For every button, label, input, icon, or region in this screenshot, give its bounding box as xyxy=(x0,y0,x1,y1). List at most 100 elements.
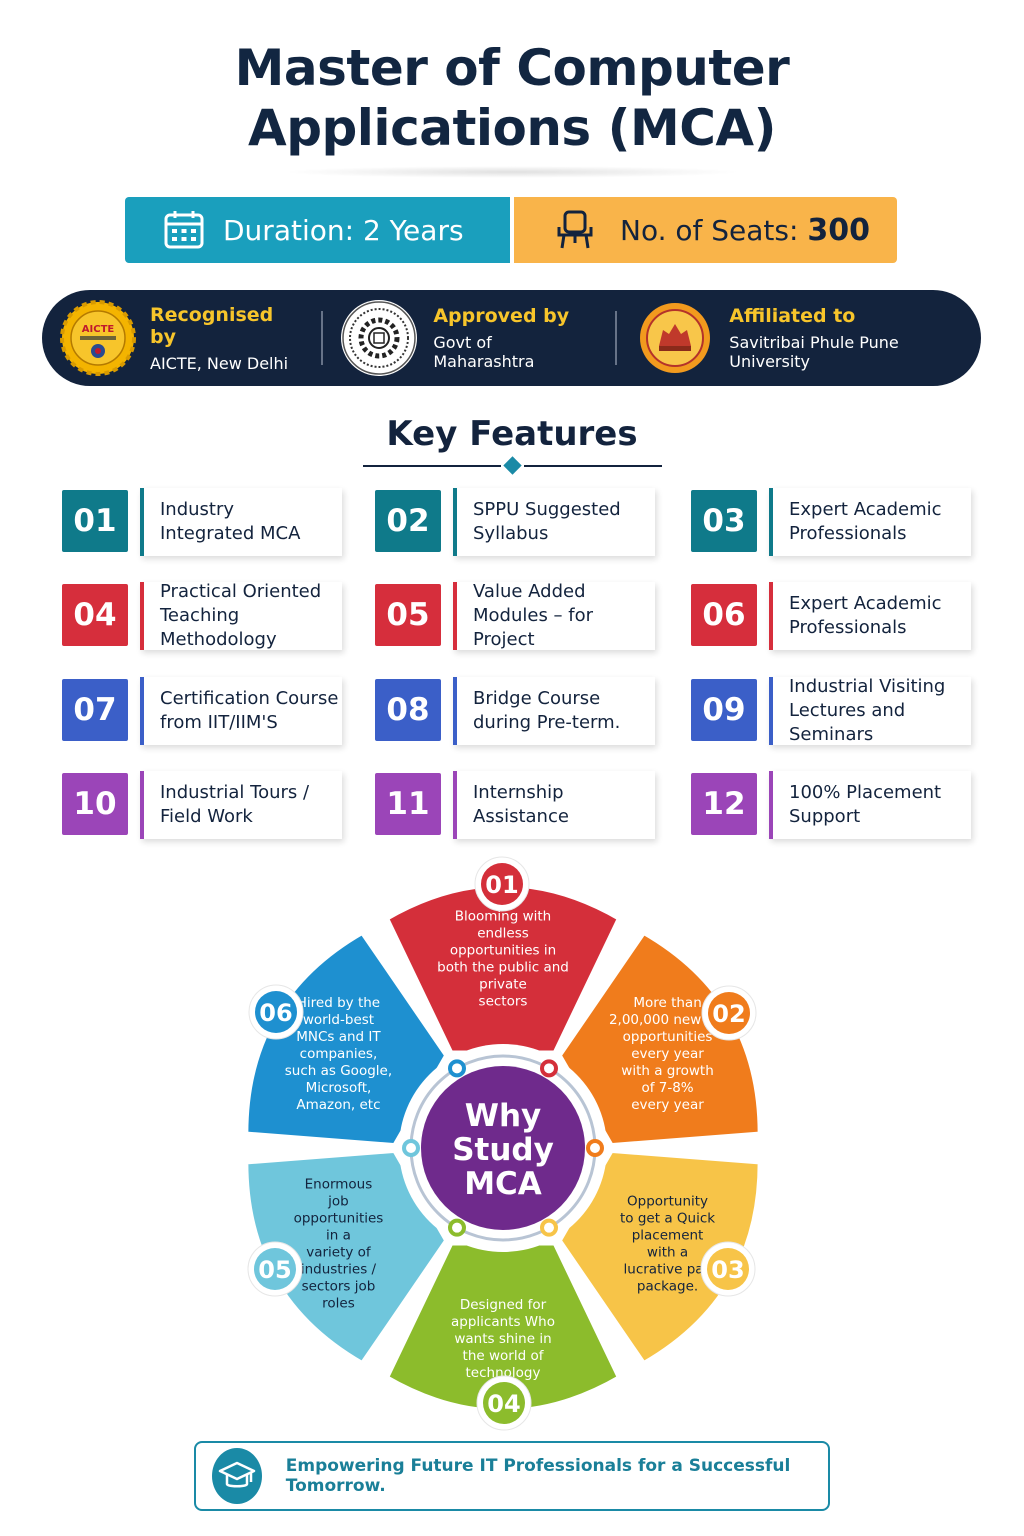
title-underline-shadow xyxy=(282,166,742,178)
petal-text-line: wants shine in xyxy=(454,1331,551,1347)
petal-text-line: Microsoft, xyxy=(306,1080,372,1096)
seats-label: No. of Seats: xyxy=(620,213,799,247)
feature-number: 08 xyxy=(375,679,441,741)
maharashtra-seal-icon xyxy=(341,300,418,376)
seats-text: No. of Seats: 300 xyxy=(620,213,870,248)
feature-line-1: Industrial Tours / xyxy=(160,782,310,803)
number-badge-text: 04 xyxy=(487,1390,520,1418)
footer-message: Empowering Future IT Professionals for a… xyxy=(285,1456,791,1496)
ring-dot xyxy=(448,1059,466,1078)
petal-text-line: to get a Quick xyxy=(620,1211,715,1227)
divider xyxy=(615,311,618,365)
petal-text-line: MNCs and IT xyxy=(296,1029,381,1045)
footer-banner: Empowering Future IT Professionals for a… xyxy=(194,1441,830,1511)
ring-dot xyxy=(448,1218,466,1237)
number-badge xyxy=(254,1248,296,1290)
feature-line-2: Support xyxy=(789,806,861,827)
petal-text-line: job xyxy=(327,1194,349,1210)
petal-text-line: world-best xyxy=(303,1012,374,1028)
aicte-logo-text: AICTE xyxy=(82,324,115,335)
petal-text-line: every year xyxy=(631,1046,704,1062)
number-badge-text: 02 xyxy=(712,1000,745,1028)
number-badge xyxy=(707,1248,749,1290)
center-title-line: MCA xyxy=(464,1166,542,1202)
affiliated-value: Savitribai Phule Pune University xyxy=(729,333,899,371)
credentials-bar: AICTE Recognised by AICTE, New Delhi App… xyxy=(42,290,981,386)
duration-text: Duration: 2 Years xyxy=(223,214,464,247)
number-badge xyxy=(483,1382,525,1424)
calendar-icon xyxy=(161,207,207,253)
credential-aicte: AICTE Recognised by AICTE, New Delhi xyxy=(60,290,303,386)
number-badge-text: 03 xyxy=(711,1256,744,1284)
feature-line-2: Field Work xyxy=(160,806,253,827)
graduation-cap-icon xyxy=(212,1448,262,1504)
feature-line-2: Lectures and Seminars xyxy=(789,700,906,745)
divider xyxy=(321,311,324,365)
feature-line-1: Expert Academic xyxy=(789,593,942,614)
number-badge-text: 06 xyxy=(259,999,292,1027)
number-badge-text: 01 xyxy=(485,871,518,899)
feature-number: 11 xyxy=(375,773,441,835)
petal-text-line: private xyxy=(479,977,527,993)
feature-line-1: Industry xyxy=(160,499,235,520)
feature-line-2: Professionals xyxy=(789,523,907,544)
feature-text: Industrial Tours / Field Work xyxy=(160,781,309,829)
feature-line-1: Industrial Visiting xyxy=(789,676,946,697)
feature-line-2: Syllabus xyxy=(473,523,549,544)
heading-rule-right xyxy=(524,465,662,467)
key-features-heading: Key Features xyxy=(386,414,638,454)
feature-line-1: SPPU Suggested xyxy=(473,499,621,520)
petal-text-line: roles xyxy=(322,1296,355,1312)
petal-text-line: with a xyxy=(647,1245,688,1261)
center-title-line: Study xyxy=(452,1132,554,1168)
feature-line-2: Modules – for Project xyxy=(473,605,594,650)
petal-text-line: applicants Who xyxy=(451,1314,555,1330)
ring-dot xyxy=(402,1139,420,1157)
feature-line-2: Professionals xyxy=(789,617,907,638)
feature-line-2: during Pre-term. xyxy=(473,712,621,733)
number-badge xyxy=(708,992,750,1034)
petal-text-line: technology xyxy=(466,1365,541,1381)
number-badge xyxy=(255,991,297,1033)
petal-text-line: opportunities xyxy=(623,1029,713,1045)
petal-text-line: Designed for xyxy=(460,1297,547,1313)
feature-number: 01 xyxy=(62,490,128,552)
petal-text-line: opportunities in xyxy=(450,943,556,959)
seats-value: 300 xyxy=(807,212,870,248)
chair-icon xyxy=(552,207,598,253)
ring-dot xyxy=(586,1139,604,1157)
feature-number: 10 xyxy=(62,773,128,835)
petal-text-line: sectors xyxy=(479,994,528,1010)
feature-line-2: Teaching Methodology xyxy=(160,605,277,650)
credential-sppu: Affiliated to Savitribai Phule Pune Univ… xyxy=(637,290,981,386)
petal-text-line: placement xyxy=(632,1228,704,1244)
feature-line-1: Practical Oriented xyxy=(160,581,322,602)
petal-text-line: sectors job xyxy=(302,1279,376,1295)
feature-number: 07 xyxy=(62,679,128,741)
seats-bar: No. of Seats: 300 xyxy=(514,197,897,263)
feature-number: 05 xyxy=(375,584,441,646)
title-line-2: Applications (MCA) xyxy=(248,99,776,157)
feature-line-1: Internship xyxy=(473,782,564,803)
feature-line-1: Expert Academic xyxy=(789,499,942,520)
petal-text-line: Amazon, etc xyxy=(296,1097,380,1113)
